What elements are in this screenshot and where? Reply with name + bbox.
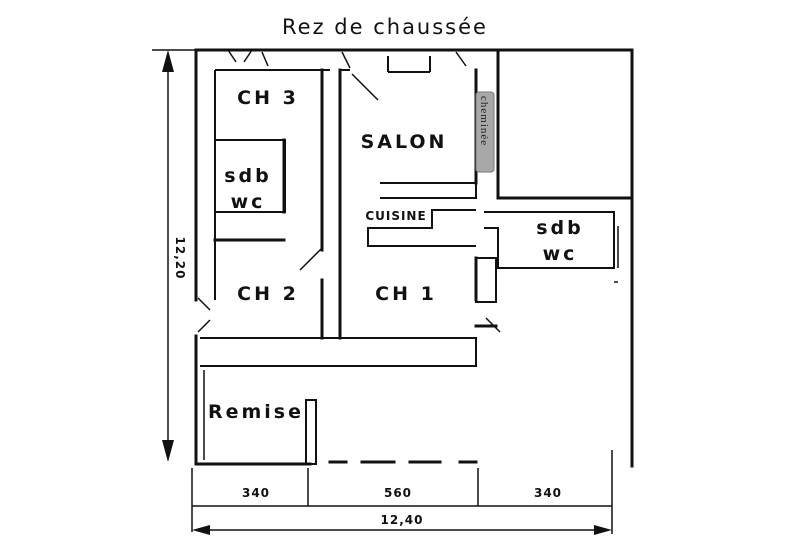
vertical-dimension bbox=[152, 49, 196, 462]
door-marks bbox=[227, 49, 467, 69]
room-label-cuisine: CUISINE bbox=[365, 209, 426, 223]
room-label-remise: Remise bbox=[208, 401, 304, 423]
fireplace bbox=[475, 91, 495, 173]
corridor-walls bbox=[197, 297, 501, 367]
dimension-segment-middle: 560 bbox=[384, 486, 412, 500]
fireplace-label: cheminée bbox=[478, 96, 490, 146]
room-label-ch1: CH 1 bbox=[375, 283, 437, 305]
dimension-segment-right: 340 bbox=[534, 486, 562, 500]
room-label-ch3: CH 3 bbox=[237, 87, 299, 109]
dimension-height: 12,20 bbox=[173, 237, 187, 280]
left-rooms-walls bbox=[213, 68, 330, 340]
horizontal-dimensions bbox=[191, 450, 613, 535]
room-label-ch2: CH 2 bbox=[237, 283, 299, 305]
dimension-segment-left: 340 bbox=[242, 486, 270, 500]
room-label-sdb-left: sdb bbox=[224, 165, 272, 187]
room-label-wc-left: wc bbox=[231, 191, 266, 213]
room-label-salon: SALON bbox=[361, 131, 448, 153]
remise-walls bbox=[203, 370, 478, 465]
room-label-sdb-right: sdb bbox=[536, 217, 584, 239]
room-label-wc-right: wc bbox=[543, 243, 578, 265]
right-block-walls bbox=[484, 48, 634, 283]
outer-walls bbox=[194, 48, 634, 468]
dimension-width: 12,40 bbox=[381, 513, 424, 527]
plan-title: Rez de chaussée bbox=[282, 15, 488, 39]
